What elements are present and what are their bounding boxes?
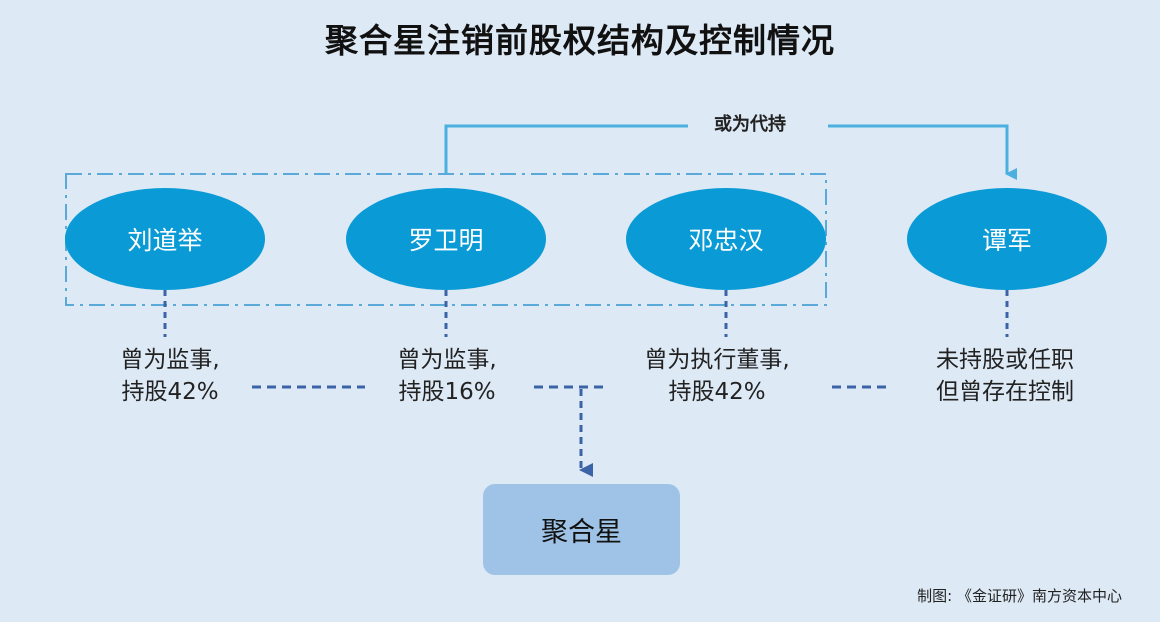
person-node-deng: 邓忠汉 (626, 188, 826, 290)
desc-line: 曾为监事, (397, 347, 497, 373)
desc-line: 持股42% (668, 379, 766, 405)
person-node-luo: 罗卫明 (346, 188, 546, 290)
desc-line: 持股16% (398, 379, 496, 405)
person-node-liu: 刘道举 (65, 188, 265, 290)
person-desc-tan: 未持股或任职 但曾存在控制 (900, 344, 1110, 408)
desc-line: 但曾存在控制 (936, 379, 1074, 405)
company-node: 聚合星 (483, 484, 680, 575)
person-node-tan: 谭军 (907, 188, 1107, 290)
person-desc-liu: 曾为监事, 持股42% (85, 344, 255, 408)
diagram-title: 聚合星注销前股权结构及控制情况 (325, 21, 835, 60)
desc-line: 曾为监事, (120, 347, 220, 373)
source-credit: 制图: 《金证研》南方资本中心 (917, 587, 1122, 605)
desc-line: 未持股或任职 (936, 347, 1074, 373)
person-desc-deng: 曾为执行董事, 持股42% (612, 344, 822, 408)
proxy-arrow (828, 124, 1017, 180)
person-desc-luo: 曾为监事, 持股16% (362, 344, 532, 408)
desc-line: 持股42% (121, 379, 219, 405)
proxy-connector (444, 124, 688, 174)
desc-line: 曾为执行董事, (644, 347, 790, 373)
proxy-label: 或为代持 (690, 110, 810, 136)
